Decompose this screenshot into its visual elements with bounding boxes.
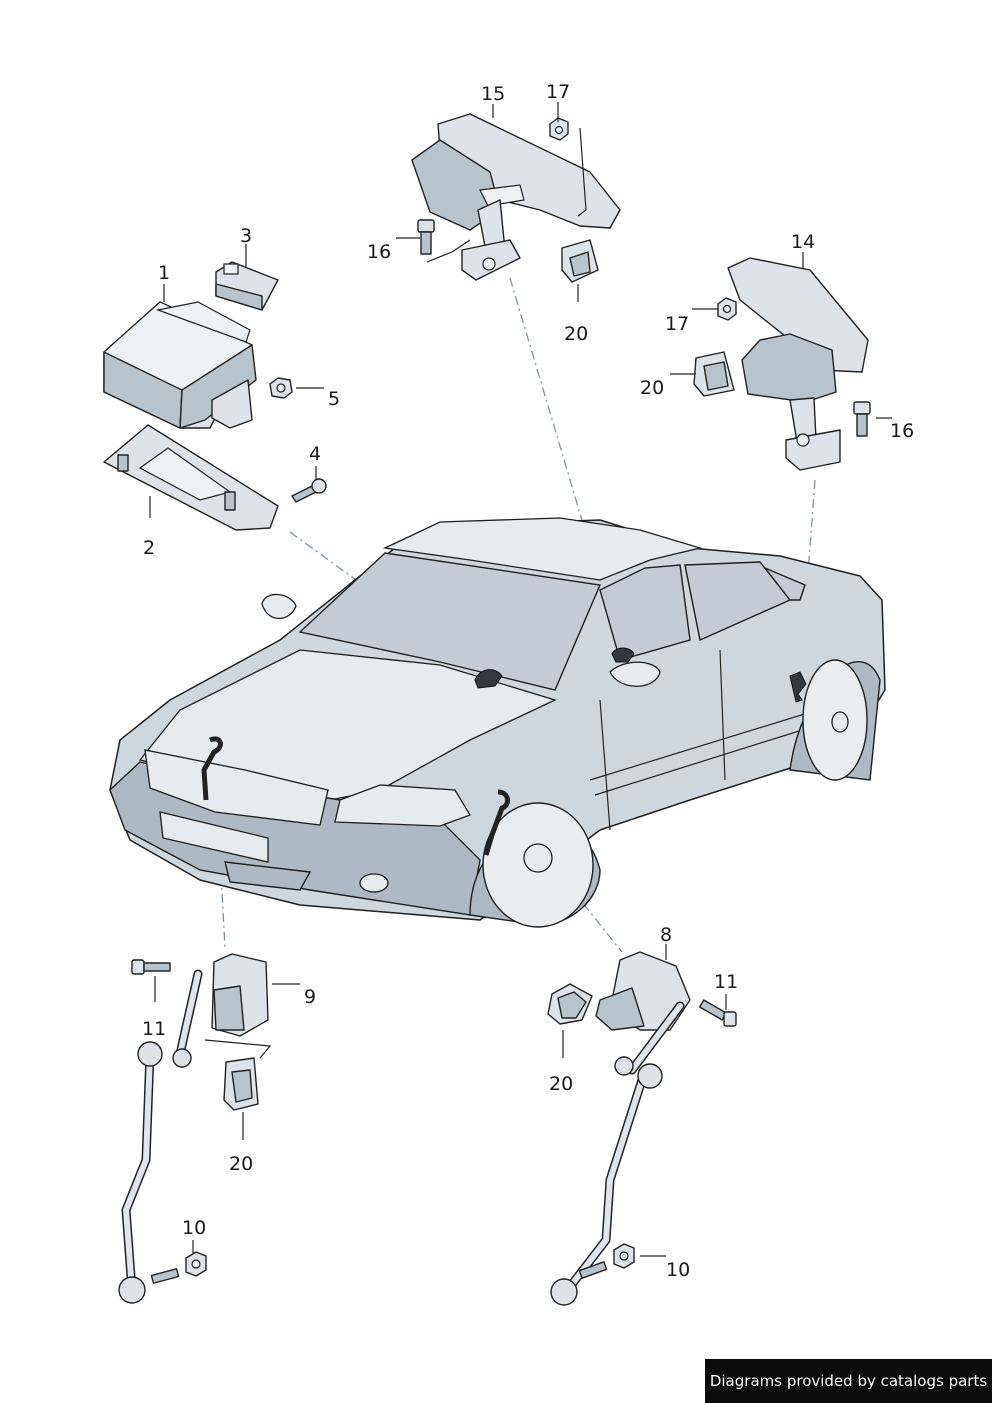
callout-20-bottom-right: 20 [549,1073,574,1095]
nut-part-17-right [717,297,737,321]
control-unit-part-1 [102,301,257,429]
footer-credit-text: Diagrams provided by catalogs parts [709,1372,988,1390]
bolt-part-16-top [417,219,435,255]
bolt-part-11-right [699,999,737,1027]
bolt-part-16-right [853,401,871,437]
callout-1: 1 [158,262,171,284]
leader-lines [149,102,892,1257]
callout-14: 14 [791,231,816,253]
callout-20-left: 20 [229,1153,254,1175]
bracket-part-2 [103,424,279,531]
connector-part-20-left [223,1057,259,1111]
nut-part-10-left [150,1251,207,1284]
callout-8: 8 [660,924,673,946]
nut-part-10-right [578,1243,635,1279]
callout-11-right: 11 [714,971,739,993]
callout-20-right: 20 [640,377,665,399]
callout-10-right: 10 [666,1259,691,1281]
callout-11-left: 11 [142,1018,167,1040]
callout-10-left: 10 [182,1217,207,1239]
callout-20-top: 20 [564,323,589,345]
callout-15: 15 [481,83,506,105]
callout-5: 5 [328,388,341,410]
callout-3: 3 [240,225,253,247]
footer-credit: Diagrams provided by catalogs parts [705,1359,992,1403]
nut-part-17-top [549,117,569,141]
callout-4: 4 [309,443,322,465]
level-sensor-part-14 [727,257,869,471]
callout-9: 9 [304,986,317,1008]
callout-17-right: 17 [665,313,690,335]
callout-16-right: 16 [890,420,915,442]
connector-part-20-bottom-right [547,983,593,1025]
connector-part-20-right [693,351,735,397]
callout-17-top: 17 [546,81,571,103]
callout-16-top: 16 [367,241,392,263]
connector-part-3 [215,261,279,311]
level-sensor-part-9 [118,953,269,1304]
level-sensor-part-15 [411,113,621,281]
nut-part-5 [269,377,293,399]
level-sensor-part-8 [550,951,691,1306]
bolt-part-4 [291,478,327,503]
connector-part-20-top [561,239,599,283]
bolt-part-11-left [131,959,171,975]
car-illustration [109,517,886,928]
callout-2: 2 [143,537,156,559]
